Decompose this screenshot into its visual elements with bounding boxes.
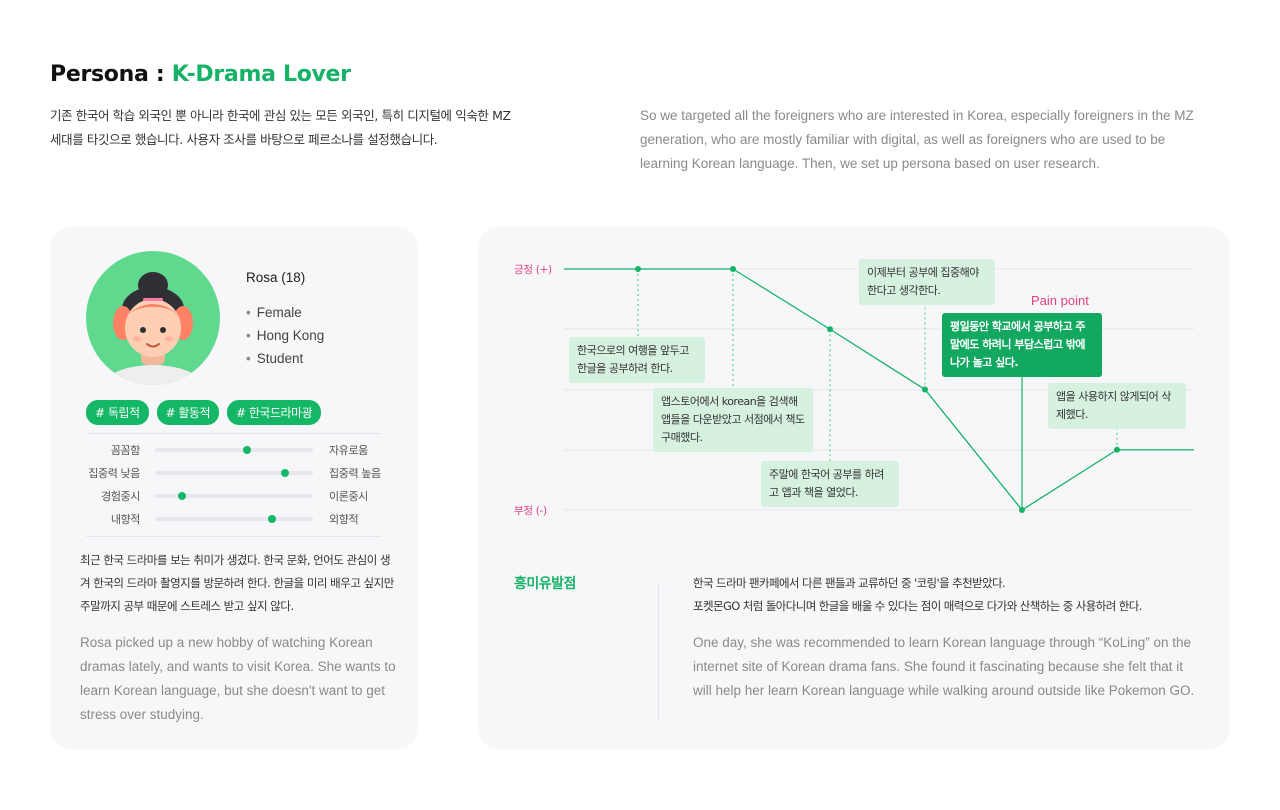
trait-right-label: 자유로움	[329, 444, 368, 457]
journey-point	[635, 266, 641, 272]
trait-scales: 꼼꼼함 자유로움 집중력 낮음 집중력 높음 경험중시 이론중시 내향적 외향적	[86, 433, 381, 537]
trait-row: 내향적 외향적	[86, 507, 381, 530]
trait-left-label: 내향적	[110, 513, 141, 526]
trait-row: 꼼꼼함 자유로움	[86, 438, 381, 461]
avatar	[86, 251, 220, 385]
persona-illustration	[101, 272, 205, 385]
journey-point	[827, 326, 833, 333]
insight-korean: 한국 드라마 팬카페에서 다른 팬들과 교류하던 중 '코링'을 추천받았다. …	[693, 572, 1213, 618]
page-title: Persona : K-Drama Lover	[50, 62, 351, 87]
trait-bar	[155, 446, 313, 454]
journey-card: 긍정 (+) 부정 (-) 한국으로의 여행을 앞두고 한글을 공부하려 한다.…	[478, 227, 1230, 749]
trait-knob	[280, 469, 289, 477]
tag-list: # 독립적 # 활동적 # 한국드라마광	[86, 400, 322, 425]
persona-story-english: Rosa picked up a new hobby of watching K…	[80, 635, 396, 722]
tag-badge: # 독립적	[86, 400, 149, 425]
persona-story-korean: 최근 한국 드라마를 보는 취미가 생겼다. 한국 문화, 언어도 관심이 생겨…	[80, 553, 394, 613]
trait-right-label: 외향적	[329, 513, 359, 526]
pain-point-label: Pain point	[1031, 293, 1089, 308]
negative-axis-label: 부정 (-)	[514, 505, 547, 517]
journey-note: 앱을 사용하지 않게되어 삭제했다.	[1048, 383, 1186, 429]
journey-points	[635, 266, 1120, 513]
tag-badge: # 한국드라마광	[227, 400, 322, 425]
tag-badge: # 활동적	[156, 400, 219, 425]
trait-left-label: 경험중시	[101, 490, 140, 503]
journey-line	[564, 268, 1194, 511]
title-accent: K-Drama Lover	[171, 62, 351, 87]
title-prefix: Persona :	[50, 62, 172, 87]
persona-card: Rosa (18) •Female •Hong Kong •Student # …	[50, 227, 418, 749]
insight-korean-line: 포켓몬GO 처럼 돌아다니며 한글을 배울 수 있다는 점이 매력으로 다가와 …	[693, 599, 1142, 613]
persona-name: Rosa (18)	[246, 270, 306, 285]
pain-point-note: 평일동안 학교에서 공부하고 주말에도 하려니 부담스럽고 밖에 나가 놀고 싶…	[942, 313, 1102, 377]
intro-korean: 기존 한국어 학습 외국인 뿐 아니라 한국에 관심 있는 모든 외국인, 특히…	[50, 108, 511, 147]
journey-note: 이제부터 공부에 집중해야 한다고 생각한다.	[859, 259, 995, 305]
insight-korean-line: 한국 드라마 팬카페에서 다른 팬들과 교류하던 중 '코링'을 추천받았다.	[693, 576, 1006, 590]
journey-note: 주말에 한국어 공부를 하려고 앱과 책을 열었다.	[761, 461, 899, 507]
trait-bar	[155, 492, 313, 500]
journey-point	[1019, 507, 1025, 513]
journey-note: 앱스토어에서 korean을 검색해 앱들을 다운받았고 서점에서 책도 구매했…	[653, 388, 813, 452]
attribute-item: •Hong Kong	[246, 328, 325, 343]
insight-title: 흥미유발점	[514, 576, 576, 592]
trait-bar	[155, 469, 313, 477]
journey-point	[922, 386, 928, 393]
attribute-item: •Student	[246, 351, 304, 366]
trait-row: 집중력 낮음 집중력 높음	[86, 461, 381, 484]
trait-knob	[267, 515, 276, 523]
trait-left-label: 꼼꼼함	[110, 444, 141, 457]
journey-note: 한국으로의 여행을 앞두고 한글을 공부하려 한다.	[569, 337, 705, 383]
positive-axis-label: 긍정 (+)	[514, 264, 552, 276]
trait-bar	[155, 515, 313, 523]
trait-row: 경험중시 이론중시	[86, 484, 381, 507]
trait-right-label: 집중력 높음	[329, 467, 381, 480]
persona-attributes: •Female •Hong Kong •Student	[246, 301, 324, 370]
trait-left-label: 집중력 낮음	[88, 467, 140, 480]
trait-knob	[177, 492, 186, 500]
journey-point	[730, 266, 736, 272]
trait-knob	[242, 446, 251, 454]
intro-english: So we targeted all the foreigners who ar…	[640, 108, 1194, 171]
journey-point	[1114, 446, 1120, 453]
insight-english: One day, she was recommended to learn Ko…	[693, 635, 1195, 698]
trait-right-label: 이론중시	[329, 490, 368, 503]
attribute-item: •Female	[246, 305, 302, 320]
insight-divider	[658, 584, 659, 720]
